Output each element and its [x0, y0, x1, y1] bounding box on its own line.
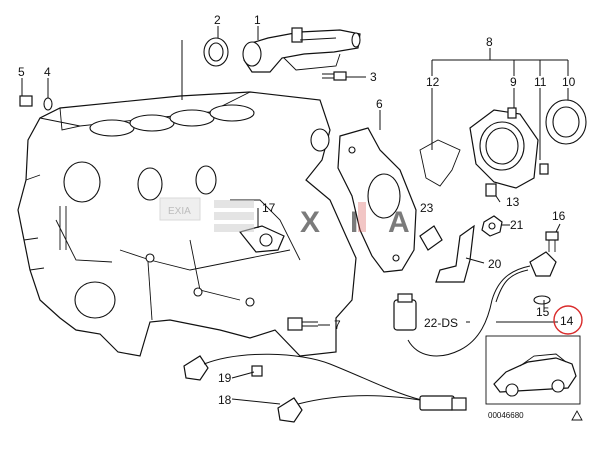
bushing: [419, 225, 443, 251]
dowel-pin: [485, 183, 497, 197]
label-14: 14: [560, 314, 574, 328]
drain-plug: [19, 95, 53, 111]
label-18: 18: [218, 393, 232, 407]
side-gasket: [337, 127, 417, 273]
label-11: 11: [534, 75, 547, 89]
label-23: 23: [420, 201, 434, 215]
coolant-pipe: [242, 27, 361, 73]
label-7: 7: [334, 318, 341, 332]
knock-sensor-harness: [393, 251, 557, 357]
nut: [481, 215, 503, 237]
label-8: 8: [486, 35, 493, 49]
part-labels: 1 2 3 4 5 6 7 8 9 10 11 12 13 14 15 16 1…: [18, 13, 583, 421]
sensor-bolt: [545, 231, 559, 252]
pipe-bolt: [322, 71, 347, 81]
watermark-letter-x: X: [300, 206, 326, 239]
label-22-ds: 22-DS: [424, 316, 458, 330]
label-20: 20: [488, 257, 502, 271]
rear-seal-cover: [419, 99, 587, 189]
pipe-gasket: [203, 37, 229, 67]
watermark-letter-a: A: [388, 206, 416, 239]
engine-block: [17, 91, 357, 357]
label-17: 17: [262, 201, 276, 215]
label-5: 5: [18, 65, 25, 79]
label-4: 4: [44, 65, 51, 79]
label-13: 13: [506, 195, 520, 209]
label-21: 21: [510, 218, 524, 232]
label-16: 16: [552, 209, 566, 223]
highlight-ring-14: [553, 305, 583, 335]
reference-code: 00046680: [488, 411, 524, 420]
watermark-logo-text: EXIA: [168, 206, 191, 217]
label-12: 12: [426, 75, 440, 89]
label-1: 1: [254, 13, 261, 27]
label-10: 10: [562, 75, 576, 89]
label-3: 3: [370, 70, 377, 84]
lower-sensor-harness: [183, 353, 467, 423]
label-15: 15: [536, 305, 550, 319]
label-9: 9: [510, 75, 517, 89]
vehicle-thumbnail: [485, 335, 581, 405]
label-19: 19: [218, 371, 232, 385]
sensor-bracket: [435, 224, 475, 283]
label-6: 6: [376, 97, 383, 111]
label-2: 2: [214, 13, 221, 27]
watermark: EXIA X I A: [159, 197, 416, 239]
leader-lines: [21, 26, 569, 405]
warning-triangle-icon: [571, 410, 583, 421]
block-bolt: [287, 317, 318, 331]
watermark-letter-i: I: [350, 206, 364, 239]
